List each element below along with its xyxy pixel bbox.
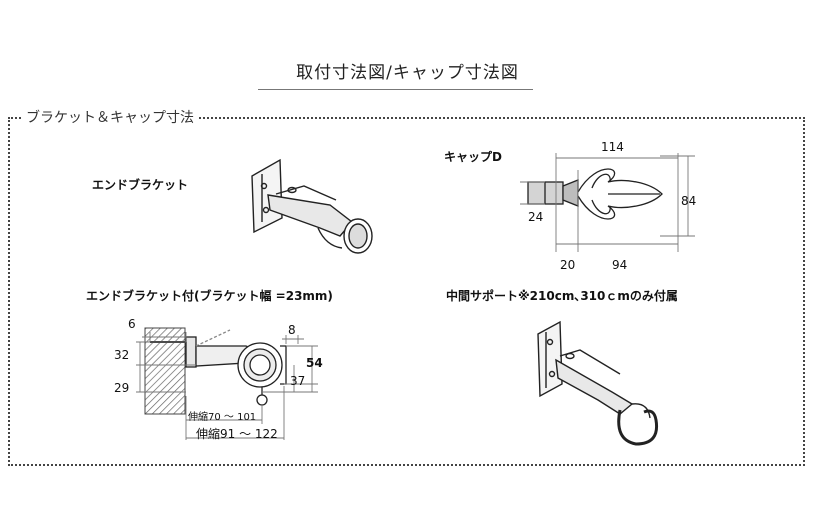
mount-extend-long-label: 伸縮91 ～ 122 (196, 427, 278, 441)
cap-d-illustration (527, 168, 663, 220)
mount-flange-label: 8 (288, 323, 296, 337)
cap-d-neck-label: 20 (560, 258, 576, 272)
wall-hatch (144, 327, 186, 415)
cap-d-height-label: 84 (681, 194, 697, 208)
mount-total-height-label: 54 (306, 356, 323, 370)
mount-upper-label: 32 (114, 348, 130, 362)
section-label: ブラケット＆キャップ寸法 (22, 107, 198, 127)
mount-screw-offset-label: 6 (128, 317, 136, 331)
page-title: 取付寸法図/キャップ寸法図 (296, 63, 519, 83)
cap-d-dimension-lines (520, 153, 695, 252)
cap-d-head-label: 94 (612, 258, 628, 272)
mount-lower-label: 29 (114, 381, 130, 395)
end-bracket-caption: エンドブラケット (92, 178, 189, 192)
center-support-illustration (537, 320, 659, 446)
cap-d-width-label: 114 (601, 140, 624, 154)
mount-center-height-label: 37 (290, 374, 306, 388)
mount-dimension-lines (136, 332, 318, 440)
mount-extend-short-label: 伸縮70 ～ 101 (188, 412, 257, 423)
cap-d-caption: キャップD (444, 150, 502, 164)
center-support-caption: 中間サポート※210cm､310ｃmのみ付属 (446, 289, 678, 303)
end-bracket-mount-caption: エンドブラケット付(ブラケット幅 =23mm) (86, 289, 333, 303)
title-underline (258, 89, 533, 90)
end-bracket-illustration (251, 158, 373, 254)
cap-d-rod-label: 24 (528, 210, 544, 224)
dimension-frame (8, 117, 805, 466)
